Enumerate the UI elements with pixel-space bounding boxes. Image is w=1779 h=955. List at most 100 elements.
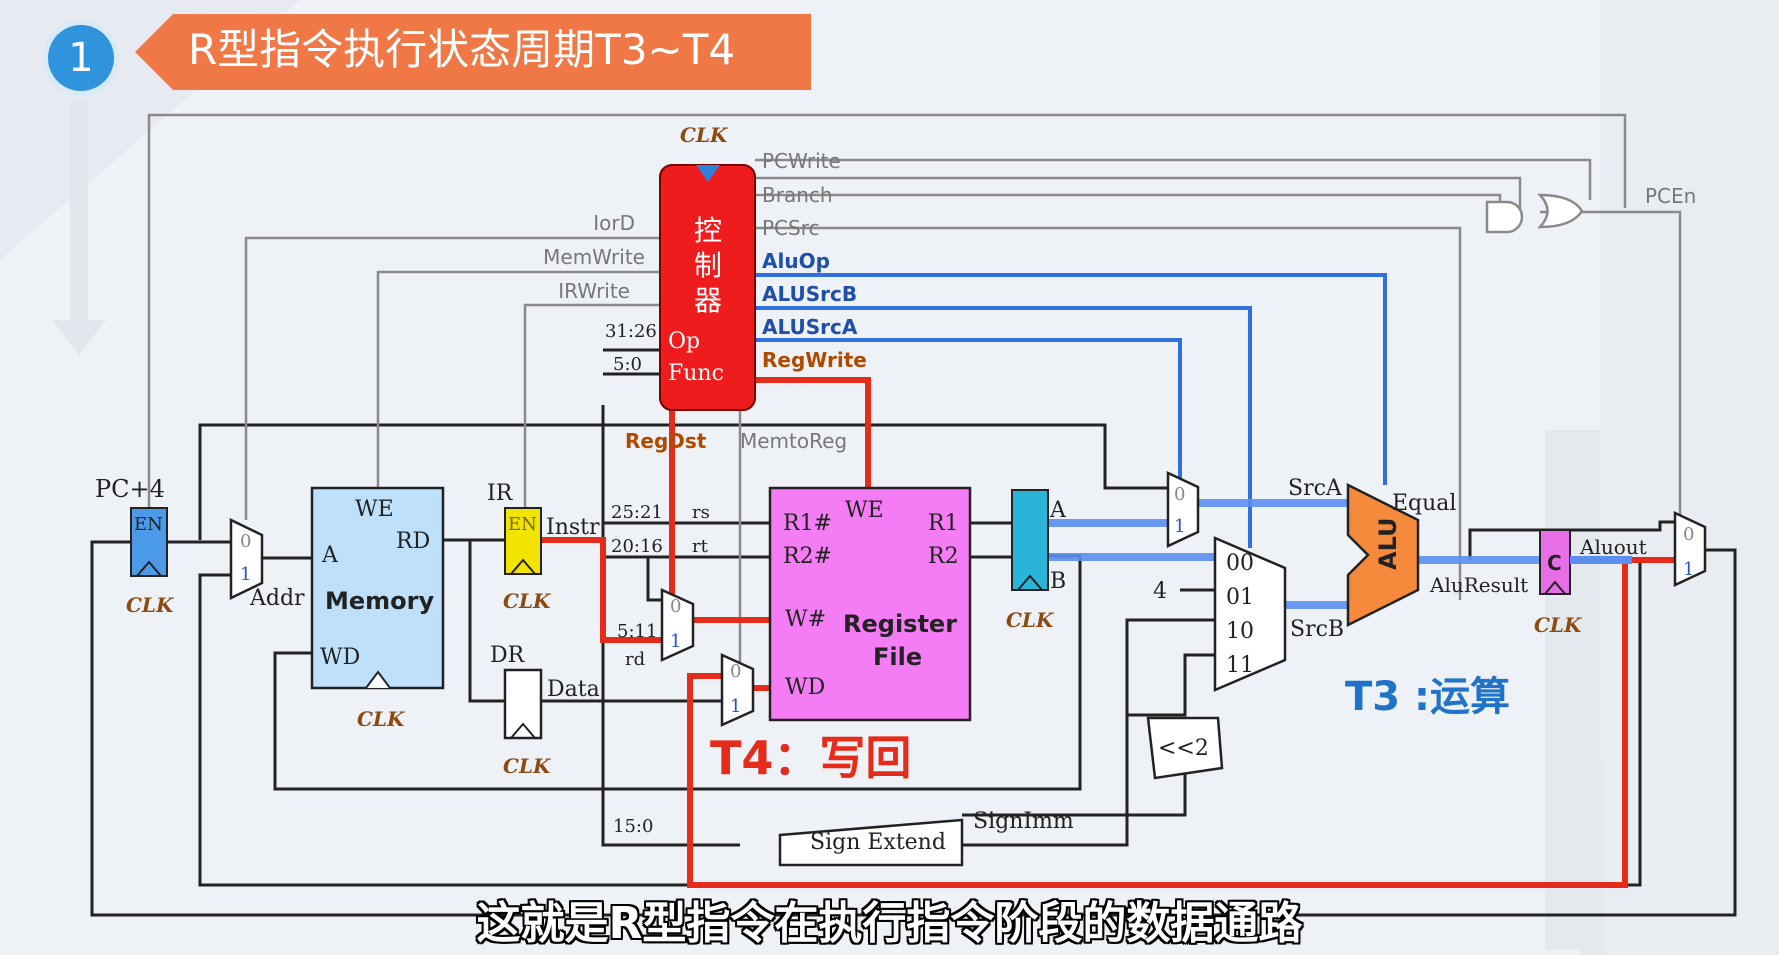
phase-t4: T4：写回 [710, 731, 911, 785]
ir-register [504, 507, 542, 575]
controller [659, 164, 756, 411]
srcb-in01: 01 [1226, 585, 1254, 610]
srcb-in10: 10 [1226, 619, 1254, 644]
title-banner [135, 14, 811, 90]
rf-title-1: Register [843, 610, 957, 638]
srcb-in11: 11 [1226, 653, 1254, 678]
memory-clk: CLK [357, 707, 406, 731]
rf-wn: W# [785, 607, 826, 632]
phase-t3: T3 :运算 [1345, 674, 1510, 720]
pc-mux [1673, 511, 1707, 587]
ab-clk: CLK [1006, 608, 1055, 632]
memory-title: Memory [325, 587, 434, 615]
c-register [1539, 529, 1571, 595]
field-31-26: 31:26 [605, 321, 657, 342]
srca-label: SrcA [1288, 476, 1343, 501]
field-25-21: 25:21 [611, 502, 663, 523]
memory-wd: WD [320, 645, 360, 670]
memory-a: A [321, 543, 339, 568]
signal-labels: PCWrite Branch PCSrc AluOp ALUSrcB ALUSr… [543, 149, 1696, 453]
controller-char-1: 控 [694, 214, 722, 247]
addr-mux [229, 518, 264, 600]
field-rd: rd [625, 649, 645, 670]
field-20-16: 20:16 [611, 536, 663, 557]
iord-label: IorD [593, 211, 635, 235]
ab-register [1011, 489, 1049, 591]
ir-instr: Instr [546, 515, 600, 540]
dr-data: Data [547, 677, 600, 702]
field-5-0: 5:0 [613, 354, 642, 375]
sign-extend-label: Sign Extend [810, 830, 946, 855]
register-file-block [768, 486, 972, 722]
pcwrite-label: PCWrite [762, 149, 841, 173]
pc-register [130, 507, 168, 577]
srca-mux-in0: 0 [1174, 484, 1185, 505]
pc-mux-in0: 0 [1683, 524, 1694, 545]
srcb-const-4: 4 [1153, 579, 1167, 604]
srca-mux-in1: 1 [1174, 516, 1185, 537]
pc-labels: PC+4 EN CLK 0 1 Addr [95, 475, 305, 617]
controller-clk: CLK [680, 123, 729, 147]
rf-we: WE [845, 498, 884, 523]
ab-labels: A B CLK 0 1 00 01 10 11 4 [1006, 484, 1254, 678]
pcen-label: PCEn [1645, 184, 1696, 208]
ir-en: EN [508, 514, 537, 535]
ab-a: A [1049, 498, 1067, 523]
pcsrc-label: PCSrc [762, 216, 820, 240]
memory-rd: RD [396, 529, 430, 554]
memtoreg-mux-in0: 0 [730, 661, 741, 682]
rf-wd: WD [785, 675, 825, 700]
c-clk: CLK [1534, 613, 1583, 637]
aluop-label: AluOp [762, 249, 830, 273]
rf-r1: R1 [928, 511, 959, 536]
dr-register [503, 668, 543, 740]
regwrite-label: RegWrite [762, 348, 867, 372]
register-file-labels: WE R1# R2# R1 R2 W# WD Register File [783, 498, 959, 700]
memory-we: WE [355, 497, 394, 522]
pc-clk: CLK [126, 593, 175, 617]
rf-title-2: File [873, 643, 922, 671]
memwrite-label: MemWrite [543, 245, 645, 269]
pc-label: PC+4 [95, 475, 165, 503]
controller-char-3: 器 [694, 284, 722, 317]
control-wires [147, 113, 1682, 668]
sign-extend-block [778, 818, 964, 867]
rf-r1n: R1# [783, 511, 832, 536]
rf-r2n: R2# [783, 544, 832, 569]
aluresult-label: AluResult [1429, 573, 1528, 597]
rf-r2: R2 [928, 544, 959, 569]
dr-clk: CLK [503, 754, 552, 778]
aluout-label: Aluout [1579, 535, 1647, 559]
signimm-label: SignImm [973, 809, 1074, 834]
alusrcb-label: ALUSrcB [762, 282, 857, 306]
regdst-mux-in0: 0 [670, 596, 681, 617]
controller-op: Op [668, 329, 700, 354]
irwrite-label: IRWrite [558, 279, 630, 303]
branch-label: Branch [762, 183, 833, 207]
field-15-0: 15:0 [613, 816, 653, 837]
shift-label: <<2 [1158, 736, 1209, 761]
srcb-label: SrcB [1290, 617, 1344, 642]
field-labels: 31:26 5:0 25:21 20:16 5:11 15:0 rs rt rd… [605, 321, 741, 837]
blue-datapath [1048, 499, 1540, 609]
srcb-in00: 00 [1226, 551, 1254, 576]
alu-label: ALU [1374, 518, 1402, 571]
memtoreg-label: MemtoReg [740, 429, 847, 453]
pc-en: EN [134, 514, 163, 535]
field-rt: rt [692, 536, 709, 557]
slide-title: R型指令执行状态周期T3~T4 [188, 25, 736, 74]
memory-labels: WE A RD Memory WD CLK [320, 497, 434, 731]
field-15-11: 5:11 [617, 621, 657, 642]
alu-labels: ALU SrcA SrcB Equal AluResult C Aluout C… [1288, 476, 1694, 642]
regdst-label: RegDst [625, 429, 707, 453]
addr-mux-in0: 0 [240, 531, 251, 552]
memtoreg-mux-in1: 1 [730, 696, 741, 717]
memtoreg-mux [720, 653, 755, 727]
field-rs: rs [692, 502, 710, 523]
dr-label: DR [490, 643, 526, 668]
controller-labels: CLK 控 制 器 Op Func [668, 123, 729, 386]
addr-mux-in1: 1 [240, 564, 251, 585]
